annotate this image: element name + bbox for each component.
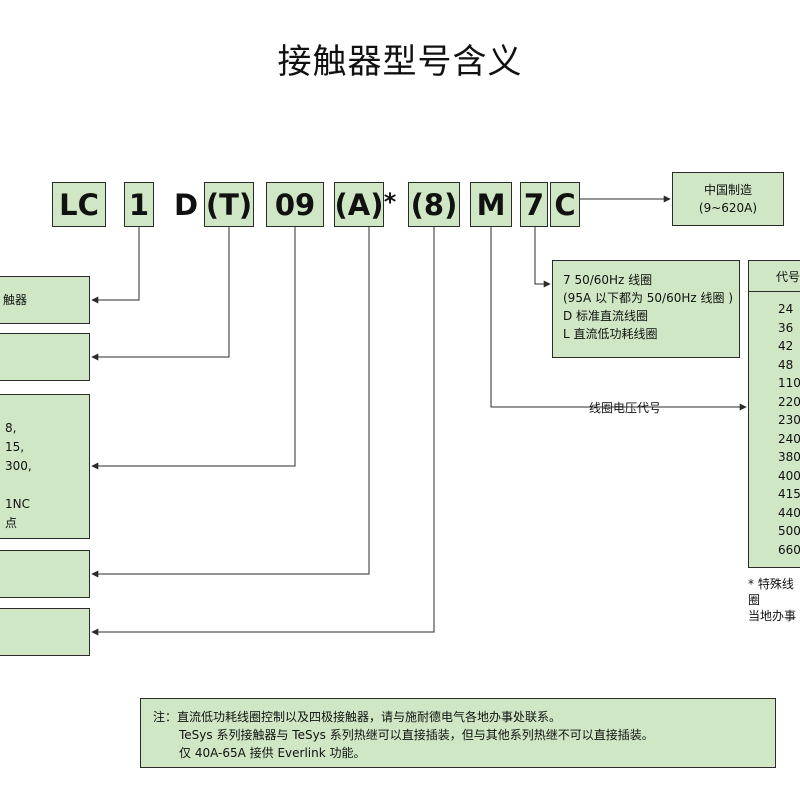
voltage-code: 500 — [778, 524, 800, 538]
voltage-code: 240 — [778, 431, 800, 446]
voltage-code: 110 — [778, 376, 800, 390]
coil-line: (95A 以下都为 50/60Hz 线圈 ) — [563, 291, 734, 305]
voltage-code: 42 — [778, 339, 794, 353]
code-d: D — [173, 187, 199, 222]
arrow-1-to-box1 — [91, 227, 140, 304]
voltage-code: 660 — [778, 542, 800, 557]
code-09: 09 — [266, 182, 324, 227]
left-box-3-line: 点 — [5, 516, 18, 530]
coil-type-box: 7 50/60Hz 线圈 (95A 以下都为 50/60Hz 线圈 ) D 标准… — [552, 260, 740, 358]
arrow-m-to-table — [490, 227, 747, 411]
table-footnote: * 特殊线圈 当地办事 — [748, 576, 800, 624]
table-header: 代号 — [776, 270, 800, 284]
voltage-code: 48 — [778, 357, 794, 372]
code-8: (8) — [408, 182, 460, 227]
china-made-box: 中国制造 (9~620A) — [672, 172, 784, 226]
table-divider — [748, 291, 800, 292]
code-m: M — [470, 182, 512, 227]
coil-voltage-label: 线圈电压代号 — [585, 399, 666, 417]
footnote-line: * 特殊线圈 — [748, 577, 794, 607]
voltage-table — [748, 260, 800, 568]
footnote-line: 当地办事 — [748, 609, 797, 623]
left-box-5 — [0, 608, 90, 656]
note-line-1: 注：直流低功耗线圈控制以及四极接触器，请与施耐德电气各地办事处联系。 — [153, 710, 562, 724]
china-made-line2: (9~620A) — [698, 201, 758, 215]
left-box-1: 触器 — [0, 276, 90, 324]
voltage-code: 36 — [778, 320, 794, 335]
left-box-3-line: 15, — [5, 440, 25, 454]
voltage-code: 440 — [778, 505, 800, 520]
code-1: 1 — [124, 182, 154, 227]
voltage-list: 24 36 42 48 110 220 230 240 380 400 415 … — [778, 300, 800, 559]
coil-line: D 标准直流线圈 — [563, 309, 649, 323]
left-box-3-line: 1NC — [5, 497, 30, 511]
code-c: C — [550, 182, 580, 227]
arrow-a-to-box4 — [91, 227, 370, 578]
coil-line: L 直流低功耗线圈 — [563, 327, 658, 341]
voltage-code: 220 — [778, 394, 800, 409]
left-box-3-line: 8, — [5, 421, 17, 435]
arrow-7-to-coil — [534, 227, 551, 288]
left-box-3-line: 300, — [5, 459, 32, 473]
note-line-3: 仅 40A-65A 接供 Everlink 功能。 — [179, 746, 366, 760]
voltage-code: 24 — [778, 302, 794, 316]
left-box-3: 8, 15, 300, 1NC 点 — [0, 394, 90, 539]
left-box-1-text: 触器 — [3, 293, 28, 307]
note-box: 注：直流低功耗线圈控制以及四极接触器，请与施耐德电气各地办事处联系。 TeSys… — [140, 698, 776, 768]
china-made-line1: 中国制造 — [703, 183, 752, 197]
left-box-2 — [0, 333, 90, 381]
voltage-code: 380 — [778, 450, 800, 464]
arrow-t-to-box2 — [91, 227, 230, 361]
arrow-8-to-box5 — [91, 227, 435, 636]
arrow-09-to-box3 — [91, 227, 296, 470]
code-7: 7 — [520, 182, 548, 227]
code-t: (T) — [204, 182, 254, 227]
note-line-2: TeSys 系列接触器与 TeSys 系列热继可以直接插装，但与其他系列热继不可… — [179, 728, 654, 742]
code-star: * — [383, 188, 397, 216]
page-title: 接触器型号含义 — [277, 42, 523, 82]
voltage-code: 230 — [778, 413, 800, 427]
left-box-4 — [0, 550, 90, 598]
voltage-code: 400 — [778, 468, 800, 483]
voltage-code: 415 — [778, 487, 800, 501]
code-a: (A) — [334, 182, 384, 227]
coil-line: 7 50/60Hz 线圈 — [563, 273, 653, 287]
code-lc: LC — [52, 182, 106, 227]
